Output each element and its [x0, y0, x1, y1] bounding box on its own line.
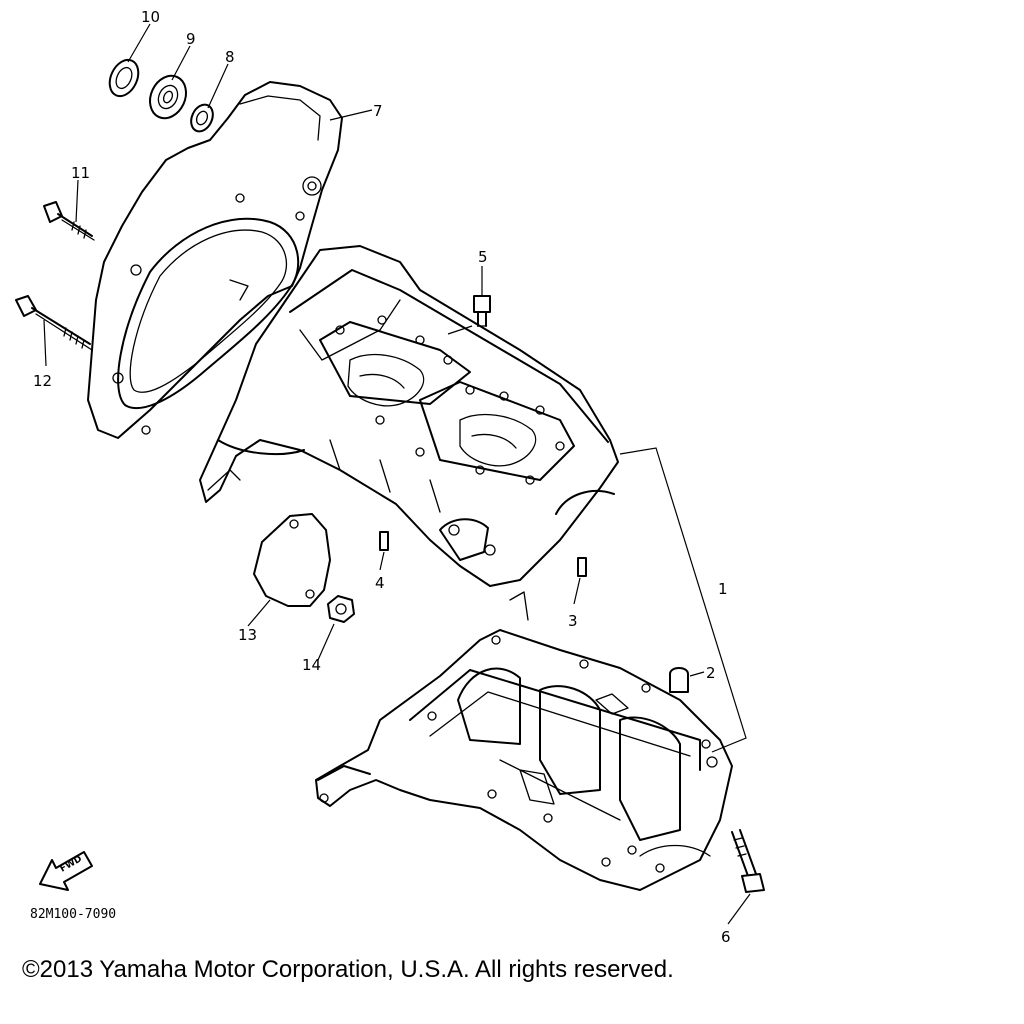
callout-8: 8: [225, 48, 235, 66]
dowel-pin-part-4: [379, 531, 389, 551]
dowel-pin-part-3: [577, 557, 587, 577]
crankcase-cover-part-7: [87, 81, 343, 439]
callout-1: 1: [718, 580, 728, 598]
callout-4: 4: [375, 574, 385, 592]
callout-12: 12: [33, 372, 52, 390]
callout-6: 6: [721, 928, 731, 946]
upper-crankcase-part-1: [199, 245, 619, 587]
bolt-part-11: [43, 201, 95, 241]
callout-9: 9: [186, 30, 196, 48]
cover-plate-part-13: [253, 513, 331, 607]
nut-part-14: [327, 595, 355, 623]
bearing-part-9: [149, 74, 187, 120]
forward-direction-arrow: FWD: [39, 851, 93, 891]
bolt-part-5: [473, 295, 491, 327]
callout-2: 2: [706, 664, 716, 682]
callout-13: 13: [238, 626, 257, 644]
callout-11: 11: [71, 164, 90, 182]
dowel-pin-part-2: [669, 667, 689, 693]
oil-seal-part-10: [108, 58, 140, 98]
callout-5: 5: [478, 248, 488, 266]
collar-part-8: [190, 103, 214, 133]
callout-10: 10: [141, 8, 160, 26]
callout-14: 14: [302, 656, 321, 674]
drawing-code: 82M100-7090: [30, 907, 116, 922]
callout-3: 3: [568, 612, 578, 630]
lower-crankcase-part-1: [315, 591, 733, 891]
bolt-part-12: [15, 295, 93, 351]
copyright-notice: ©2013 Yamaha Motor Corporation, U.S.A. A…: [22, 956, 674, 983]
callout-labels: 10 9 8 7 11 12 5 4 3 2 1 13 14 6: [33, 8, 731, 946]
bolt-part-6: [731, 829, 765, 893]
leader-lines: [43, 23, 751, 925]
callout-7: 7: [373, 102, 383, 120]
